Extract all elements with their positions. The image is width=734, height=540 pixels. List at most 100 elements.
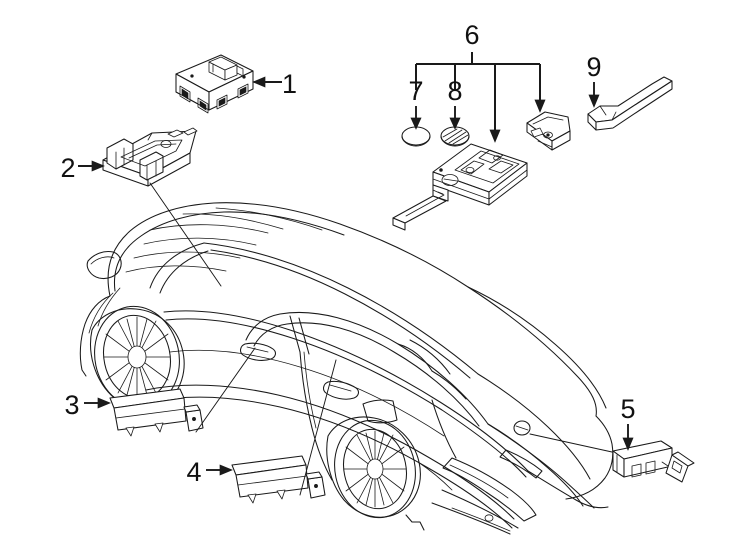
side-glass-top-inner <box>253 322 480 427</box>
module-boss-right <box>224 64 238 81</box>
arrow-3-head <box>97 397 111 409</box>
fob-key-blade-tip <box>392 217 406 231</box>
side-glass-top <box>245 311 489 425</box>
callout-numbers: 1 2 3 4 5 6 7 8 9 <box>60 20 635 487</box>
antenna3-crease <box>115 408 186 419</box>
rear-emblem-detail <box>515 425 529 431</box>
bracket-hole <box>160 140 172 148</box>
tail-lamp-detail <box>449 464 509 499</box>
antenna5-slot-b <box>645 460 656 475</box>
part-4-rear-door-antenna <box>231 455 326 504</box>
roof-seam-5 <box>182 213 284 230</box>
antenna3-connector-pin <box>192 417 196 421</box>
battery-side <box>401 135 431 147</box>
rear-door-handle <box>323 380 359 400</box>
roof-seam-1 <box>149 224 269 234</box>
cover-hole-center <box>546 133 550 137</box>
rear-quarter-crease <box>417 461 453 491</box>
roof-seam-6 <box>215 207 323 231</box>
arrow-1-head <box>252 76 266 88</box>
antenna3-tab-a <box>125 426 135 437</box>
arrow-8-head <box>449 117 461 130</box>
callout-number-2: 2 <box>60 153 75 183</box>
bracket-channel-inner <box>128 143 177 159</box>
leader-part-5 <box>529 433 613 453</box>
roof-seam-2 <box>143 237 257 246</box>
seal-hatching <box>442 128 469 145</box>
front-fender-edge <box>79 295 111 377</box>
front-door-shutline-2 <box>303 351 317 429</box>
cover-inner-edge <box>532 116 564 125</box>
body-side-crease <box>169 349 445 437</box>
callout-number-5: 5 <box>620 394 635 424</box>
parking-sensor <box>484 514 494 522</box>
callout-number-7: 7 <box>408 76 423 106</box>
vehicle-illustration <box>79 202 614 535</box>
bracket-channel <box>120 139 183 167</box>
rear-bumper-mid <box>431 502 511 535</box>
arrow-9-head <box>588 94 600 108</box>
bracket-right-wall <box>147 152 191 187</box>
part-6-fob-back-cover <box>526 111 571 151</box>
antenna3-side-face <box>113 397 187 431</box>
rear-lower-edge <box>527 470 609 509</box>
rear-bumper-crease <box>451 507 511 532</box>
beltline-lower <box>165 318 527 478</box>
fob-key-blade-edge <box>405 189 445 217</box>
callout-number-1: 1 <box>282 69 297 99</box>
b-pillar-front <box>289 315 301 353</box>
bracket-center-rib <box>139 151 164 181</box>
rear-wheel-spokes <box>343 430 407 508</box>
antenna4-crease <box>237 475 308 486</box>
rear-glass-edge <box>477 373 591 480</box>
side-mirror <box>86 251 122 279</box>
antenna5-connector-step <box>661 461 669 467</box>
tool-bend-line <box>611 111 617 121</box>
windshield-lower-sweep <box>203 242 479 375</box>
rear-tire <box>334 419 416 519</box>
callout-number-8: 8 <box>447 76 462 106</box>
rear-door-shutline <box>431 399 457 459</box>
rocker-panel-bottom <box>149 396 513 529</box>
part-1-control-module <box>175 54 254 114</box>
leader-lines <box>149 182 613 496</box>
callout-number-4: 4 <box>186 457 201 487</box>
part-8-battery-seal <box>440 126 470 147</box>
roof-seam-4 <box>125 265 227 273</box>
b-pillar-rear <box>298 317 310 355</box>
seal-side <box>440 135 470 147</box>
module-dot-b <box>190 74 194 78</box>
part-7-coin-battery <box>401 126 431 147</box>
trunk-panel-seam <box>487 423 595 509</box>
roof-upper-edge <box>107 202 597 417</box>
antenna3-connector-top <box>183 404 201 413</box>
arrow-5-head <box>622 437 634 451</box>
callout-number-6: 6 <box>464 20 479 50</box>
c-pillar-front <box>397 343 433 372</box>
arrow-2-head <box>91 160 105 172</box>
fob-button-glyph-a <box>465 166 475 173</box>
fuel-filler-door <box>362 399 398 424</box>
cover-hole <box>543 131 553 139</box>
fob-button-glyph-b <box>493 155 501 161</box>
rear-bumper-top <box>441 489 519 529</box>
bracket-6-arrow-fob <box>489 129 501 143</box>
a-pillar-inner <box>159 250 209 294</box>
antenna5-slot-a <box>631 463 642 478</box>
hood-crease-b <box>97 287 121 327</box>
module-connectors <box>179 83 249 114</box>
leader-part-2 <box>149 182 222 287</box>
bracket-edge-line <box>147 132 153 141</box>
fob-seam <box>432 169 528 200</box>
c-pillar-back <box>409 339 451 375</box>
bracket-clip-b <box>183 127 198 136</box>
rear-roof-arc <box>467 286 607 409</box>
antenna5-connector-top <box>671 451 695 467</box>
antenna4-tab-a <box>247 493 257 504</box>
antenna4-connector-top <box>305 471 323 480</box>
quarter-glass-edge <box>431 370 467 400</box>
windshield-lower-sweep-2 <box>210 249 471 379</box>
part-3-front-door-antenna <box>109 388 204 437</box>
